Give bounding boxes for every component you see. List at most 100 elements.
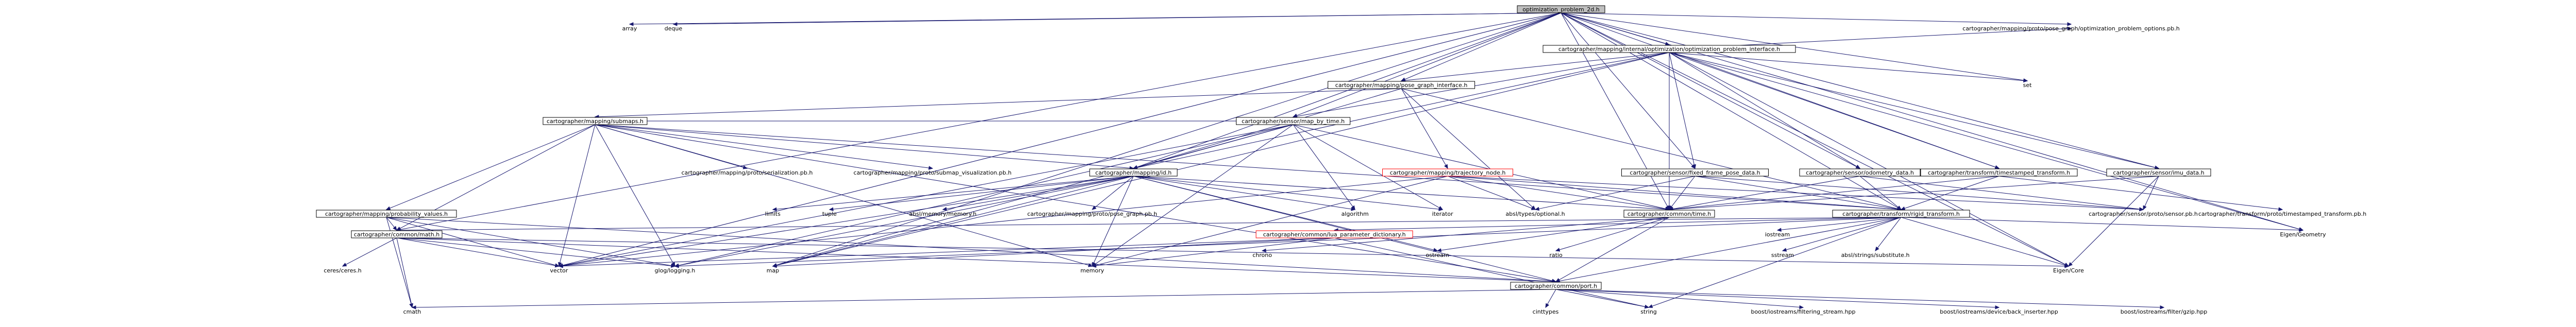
node-box bbox=[1543, 45, 1796, 53]
edge-port-to-cinttypes bbox=[1547, 289, 1556, 305]
node-box bbox=[1832, 210, 1970, 218]
edge-arrowhead bbox=[554, 264, 560, 268]
edge-arrowhead bbox=[672, 22, 677, 26]
node-port[interactable]: cartographer/common/port.h bbox=[1510, 282, 1602, 290]
node-vector: vector bbox=[550, 267, 568, 274]
node-label: cmath bbox=[403, 308, 421, 315]
node-box bbox=[1517, 5, 1605, 13]
node-absl-memory: absl/memory/memory.h bbox=[909, 211, 977, 217]
edge-mbt-to-memory bbox=[1095, 124, 1294, 265]
node-tuple: tuple bbox=[822, 211, 837, 217]
edge-arrowhead bbox=[342, 263, 347, 267]
node-cmath: cmath bbox=[403, 308, 421, 315]
edge-opi-to-imu bbox=[1669, 52, 2156, 168]
edge-time-to-chrono bbox=[1265, 217, 1670, 251]
node-label: cartographer/mapping/proto/pose_graph.pb… bbox=[1027, 211, 1157, 217]
edge-submaps-to-id bbox=[595, 124, 1130, 168]
node-id[interactable]: cartographer/mapping/id.h bbox=[1089, 168, 1178, 177]
node-label: cartographer/sensor/fixed_frame_pose_dat… bbox=[1630, 169, 1760, 176]
edge-odometry-to-sensor-pb bbox=[1859, 176, 2140, 210]
node-root[interactable]: optimization_problem_2d.h bbox=[1517, 5, 1605, 13]
node-iostream: iostream bbox=[1765, 231, 1790, 238]
edge-pgi-to-traj-node bbox=[1401, 88, 1446, 166]
edge-arrowhead bbox=[1531, 206, 1536, 210]
edge-submaps-to-prob-values bbox=[389, 124, 596, 209]
edge-opi-to-pgi bbox=[1404, 52, 1670, 81]
edge-arrowhead bbox=[1534, 206, 1540, 211]
node-odometry[interactable]: cartographer/sensor/odometry_data.h bbox=[1799, 168, 1921, 177]
node-label: absl/types/optional.h bbox=[1505, 211, 1565, 217]
node-box bbox=[1920, 168, 2078, 177]
node-map: map bbox=[767, 267, 779, 274]
edge-pgi-to-id bbox=[1137, 88, 1402, 168]
node-rigid[interactable]: cartographer/transform/rigid_transform.h bbox=[1832, 210, 1970, 218]
node-mbt[interactable]: cartographer/sensor/map_by_time.h bbox=[1236, 117, 1350, 125]
edge-traj-node-to-vector bbox=[562, 176, 1448, 266]
edge-id-to-vector bbox=[562, 176, 1134, 266]
edge-odometry-to-rigid bbox=[1859, 176, 1899, 208]
edge-arrowhead bbox=[2154, 165, 2160, 169]
node-time[interactable]: cartographer/common/time.h bbox=[1623, 210, 1715, 218]
node-label: chrono bbox=[1252, 252, 1272, 259]
node-label: absl/strings/substitute.h bbox=[1841, 252, 1910, 259]
edge-arrowhead bbox=[409, 303, 414, 308]
node-absl-sub: absl/strings/substitute.h bbox=[1841, 252, 1910, 259]
node-pgi[interactable]: cartographer/mapping/pose_graph_interfac… bbox=[1328, 81, 1475, 89]
node-opi[interactable]: cartographer/mapping/internal/optimizati… bbox=[1543, 45, 1796, 53]
node-label: cartographer/mapping/proto/submap_visual… bbox=[854, 169, 1012, 176]
node-sstream: sstream bbox=[1771, 252, 1794, 259]
node-lua[interactable]: cartographer/common/lua_parameter_dictio… bbox=[1256, 230, 1413, 238]
edge-root-to-pgi bbox=[1404, 12, 1562, 80]
node-label: cartographer/mapping/proto/serialization… bbox=[682, 169, 813, 176]
node-box bbox=[1510, 282, 1602, 290]
edge-mbt-to-iterator bbox=[1293, 124, 1440, 208]
edge-fixed-frame-to-time bbox=[1671, 176, 1696, 207]
edge-mbt-to-glog bbox=[678, 124, 1294, 266]
node-box bbox=[351, 230, 443, 238]
node-eigen-geom: Eigen/Geometry bbox=[2280, 231, 2326, 238]
node-label: cartographer/transform/timestamped_trans… bbox=[1928, 169, 2070, 176]
node-imu[interactable]: cartographer/sensor/imu_data.h bbox=[2106, 168, 2211, 177]
edge-rigid-to-port bbox=[1559, 217, 1902, 282]
edge-arrowhead bbox=[772, 264, 777, 268]
node-label: Eigen/Core bbox=[2053, 267, 2084, 274]
node-prob-values[interactable]: cartographer/mapping/probability_values.… bbox=[316, 210, 457, 218]
node-cinttypes: cinttypes bbox=[1533, 308, 1559, 315]
node-label: cartographer/mapping/trajectory_node.h bbox=[1390, 169, 1506, 176]
node-sensor-pb: cartographer/sensor/proto/sensor.pb.h bbox=[2089, 211, 2198, 217]
node-fixed-frame[interactable]: cartographer/sensor/fixed_frame_pose_dat… bbox=[1621, 168, 1769, 177]
edge-arrowhead bbox=[2143, 205, 2147, 211]
edge-arrowhead bbox=[1875, 246, 1879, 252]
node-box bbox=[1089, 168, 1178, 177]
node-label: algorithm bbox=[1341, 211, 1368, 217]
node-array: array bbox=[622, 25, 637, 32]
node-label: map bbox=[767, 267, 779, 274]
edge-arrowhead bbox=[1644, 304, 1650, 309]
node-ratio: ratio bbox=[1549, 252, 1563, 259]
edge-port-to-string bbox=[1555, 289, 1646, 307]
edge-traj-node-to-sensor-pb bbox=[1447, 176, 2140, 210]
edge-fixed-frame-to-absl-optional bbox=[1538, 176, 1696, 210]
node-timed-rigid[interactable]: cartographer/transform/timestamped_trans… bbox=[1920, 168, 2078, 177]
edge-arrowhead bbox=[1444, 164, 1448, 169]
node-common-math[interactable]: cartographer/common/math.h bbox=[351, 230, 443, 238]
edge-common-math-to-ceres bbox=[345, 237, 397, 265]
node-label: deque bbox=[665, 25, 683, 32]
edge-rigid-to-iostream bbox=[1781, 217, 1902, 230]
edge-submaps-to-port bbox=[595, 124, 1553, 282]
edge-root-to-mbt bbox=[1296, 12, 1562, 116]
node-traj-node[interactable]: cartographer/mapping/trajectory_node.h bbox=[1382, 168, 1513, 177]
edge-opi-to-map bbox=[776, 52, 1670, 266]
edge-fixed-frame-to-rigid bbox=[1694, 176, 1898, 210]
node-label: cartographer/mapping/submaps.h bbox=[547, 118, 643, 125]
edge-arrowhead bbox=[828, 207, 834, 211]
node-label: Eigen/Geometry bbox=[2280, 231, 2326, 238]
node-submaps[interactable]: cartographer/mapping/submaps.h bbox=[543, 117, 648, 125]
edge-arrowhead bbox=[1261, 248, 1266, 253]
edge-lua-to-map bbox=[776, 237, 1335, 267]
edge-arrowhead bbox=[1092, 205, 1097, 210]
graph-edges bbox=[342, 12, 2304, 309]
edge-prob-values-to-port bbox=[386, 217, 1553, 282]
node-label: boost/iostreams/filtering_stream.hpp bbox=[1751, 308, 1855, 315]
edge-prob-values-to-glog bbox=[386, 217, 672, 266]
